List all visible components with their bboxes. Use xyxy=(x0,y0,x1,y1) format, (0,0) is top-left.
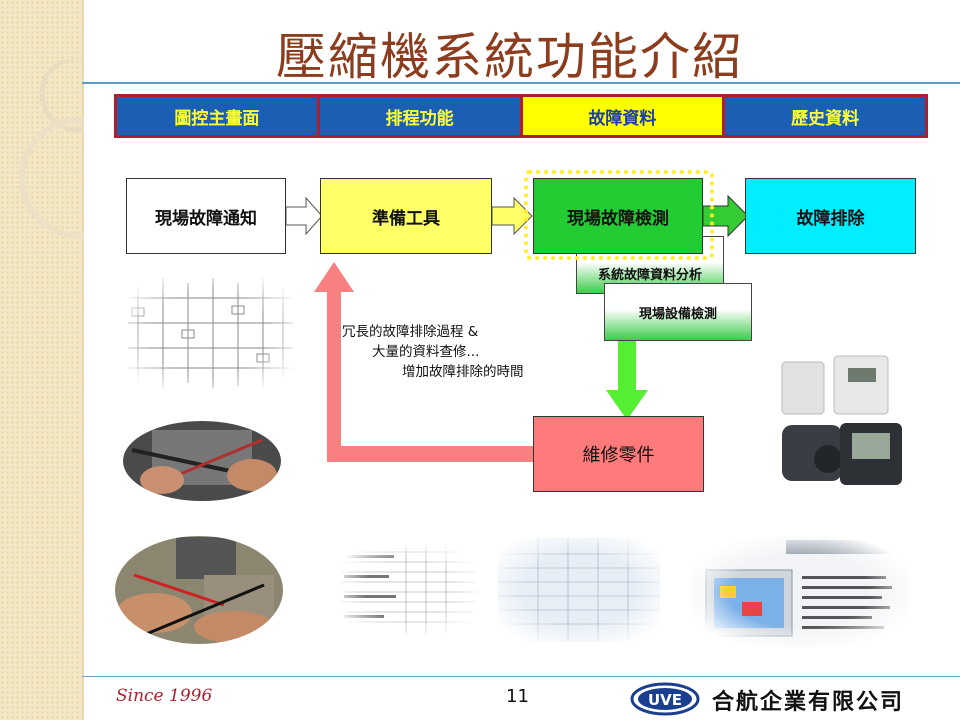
since-text: Since 1996 xyxy=(116,686,213,706)
left-band-edge xyxy=(82,0,84,720)
tab-main-screen[interactable]: 圖控主畫面 xyxy=(117,97,317,135)
flow-step-prepare-tools: 準備工具 xyxy=(320,178,492,254)
company-name: 合航企業有限公司 xyxy=(712,690,905,715)
hmi-brochure-image xyxy=(690,536,910,648)
multimeter-photo xyxy=(115,536,283,644)
tab-history-data[interactable]: 歷史資料 xyxy=(725,97,925,135)
footer-line xyxy=(82,676,960,677)
arrow-detect-to-fix xyxy=(702,194,749,238)
tab-schedule[interactable]: 排程功能 xyxy=(319,97,520,135)
flow-step-repair-parts: 維修零件 xyxy=(533,416,704,492)
highlight-frame xyxy=(524,170,714,260)
tab-bar: 圖控主畫面 排程功能 故障資料 歷史資料 xyxy=(114,94,928,138)
arrow-equipment-to-parts xyxy=(606,341,648,420)
sensor-devices-photo xyxy=(781,355,889,415)
uve-logo: UVE xyxy=(630,682,700,716)
page-title: 壓縮機系統功能介紹 xyxy=(276,28,744,86)
arrow-prepare-to-detect xyxy=(491,196,533,236)
problem-note: 冗長的故障排除過程 & 大量的資料查修... 增加故障排除的時間 xyxy=(342,322,524,382)
arrow-parts-to-prepare xyxy=(314,262,533,462)
note-line-3: 增加故障排除的時間 xyxy=(402,364,524,380)
flow-step-fault-detect: 現場故障檢測 xyxy=(533,178,703,254)
flow-step-fault-notify: 現場故障通知 xyxy=(126,178,286,254)
arrow-notify-to-prepare xyxy=(285,196,323,236)
controller-devices-photo xyxy=(782,423,902,485)
title-underline xyxy=(82,82,960,84)
note-line-2: 大量的資料查修... xyxy=(372,344,480,360)
circuit-diagram-image xyxy=(118,268,300,398)
note-line-1: 冗長的故障排除過程 & xyxy=(342,324,479,340)
flow-sub-equipment-check: 現場設備檢測 xyxy=(604,283,752,341)
tab-fault-data[interactable]: 故障資料 xyxy=(522,97,723,135)
page-number: 11 xyxy=(506,686,529,707)
flow-step-troubleshoot: 故障排除 xyxy=(745,178,916,254)
spec-sheet-image xyxy=(488,530,670,648)
logo-text: UVE xyxy=(648,691,682,709)
decorative-circles xyxy=(19,60,84,239)
wiring-work-photo xyxy=(123,421,281,501)
fault-record-table-image xyxy=(336,540,480,640)
